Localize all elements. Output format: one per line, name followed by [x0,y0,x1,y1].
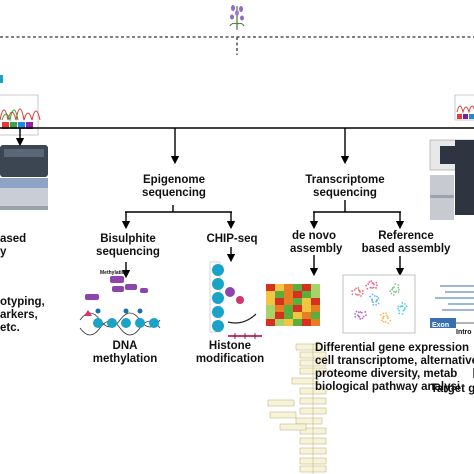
bisulphite-sequencing-label: Bisulphite sequencing [96,233,160,258]
chromatogram-icon-right [454,94,474,121]
methylation-illustration [79,276,161,336]
pathway-flowchart [267,343,327,474]
differential-expression-label: Differential gene expression cell transc… [315,342,474,393]
histone-illustration [209,261,262,339]
sequencer-machine-right [429,139,474,220]
lavender-plant-icon [229,5,245,30]
exon-tag: Exon [432,322,450,329]
transcriptome-sequencing-label: Transcriptome sequencing [305,174,385,199]
methylation-tag: Methylation [100,270,128,276]
histone-modification-label: Histone modification [195,340,265,365]
dna-methylation-label: DNA methylation [92,340,158,365]
reference-alignment-panel [430,285,474,328]
epigenome-sequencing-label: Epigenome sequencing [142,174,206,199]
target-label: Target g re [430,383,474,395]
left-cut-label-bottom: y [0,246,7,258]
sequencer-machine-left [0,145,48,210]
left-cut-label-top: ased [0,233,27,245]
heatmap-panel [266,284,320,326]
genotyping-markers-label: otyping, arkers, etc. [0,296,45,334]
chipseq-label: CHIP-seq [206,233,258,245]
cluster-scatter-panel [342,274,416,334]
reference-based-assembly-label: Reference based assembly [361,230,451,255]
de-novo-assembly-label: de novo assembly [290,230,343,255]
intron-tag: Intro [456,329,472,336]
chromatogram-icon-left [0,75,41,136]
